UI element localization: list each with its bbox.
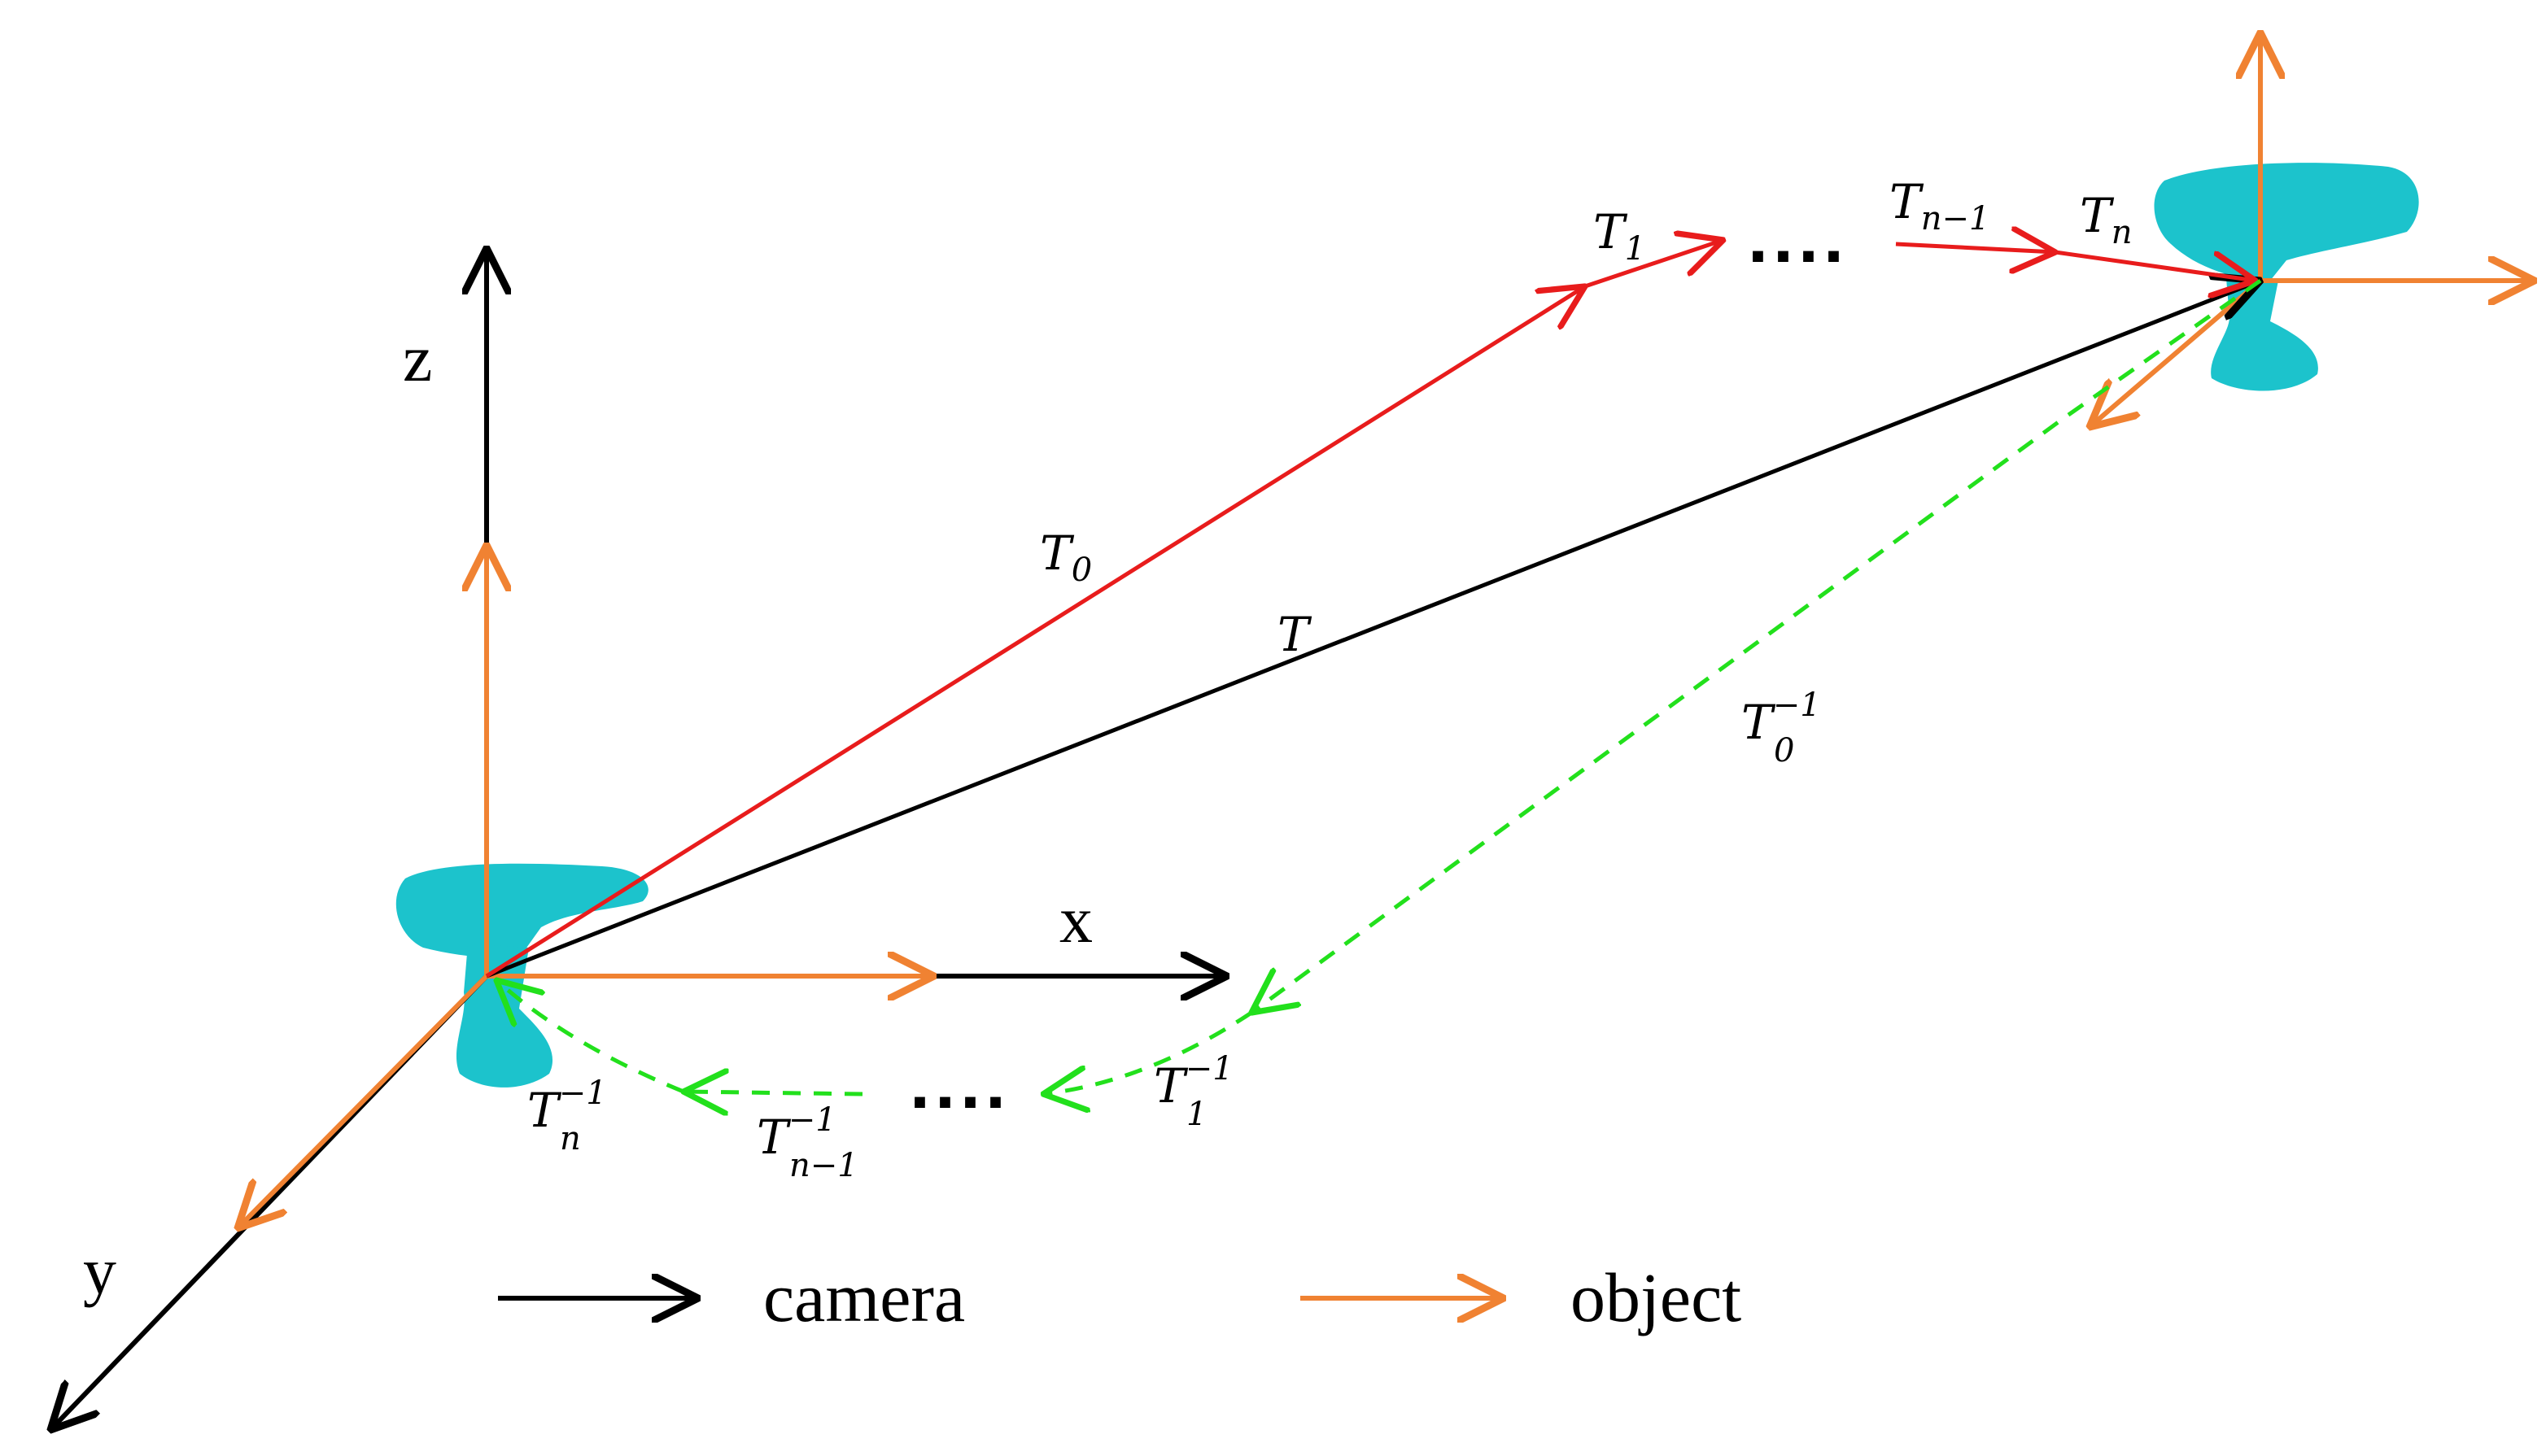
ellipsis-inverse: .... <box>910 1043 1011 1124</box>
x-axis-label: x <box>1059 883 1093 957</box>
label-Tn-inv-sup: −1 <box>559 1075 607 1112</box>
label-Tn-sub: n <box>2111 214 2133 251</box>
end-object-point-cloud <box>2154 163 2419 391</box>
transform-T-line <box>486 281 2260 979</box>
end-object-handle <box>2211 268 2318 391</box>
label-T0-base: T <box>1040 525 1075 581</box>
transform-Tn-minus-1-arrow <box>1895 244 2055 252</box>
z-axis-label: z <box>403 321 432 395</box>
transform-T1-arrow <box>1584 240 1723 289</box>
label-T0-inv-sup: −1 <box>1773 687 1821 724</box>
label-Tn-minus-1-inv-sup: −1 <box>788 1101 836 1139</box>
y-axis-label: y <box>83 1234 116 1308</box>
legend: camera object <box>498 1258 1741 1336</box>
start-object-body <box>395 863 649 957</box>
transform-T0-arrow <box>485 286 1585 979</box>
label-Tn-minus-1-sub: n−1 <box>1921 200 1990 238</box>
transform-Tn-minus-1-inv-arrow <box>683 1092 863 1094</box>
label-T1-inv: T−1 1 <box>1154 1050 1234 1133</box>
label-T-base: T <box>1277 607 1312 662</box>
label-T: T <box>1277 607 1312 662</box>
start-object-axes <box>238 545 934 1228</box>
label-T1-inv-sup: −1 <box>1186 1050 1234 1088</box>
label-Tn-minus-1-inv-sub: n−1 <box>789 1147 858 1184</box>
label-Tn-minus-1-inv: T−1 n−1 <box>757 1101 858 1184</box>
label-Tn-minus-1-inv-base: T <box>757 1109 792 1165</box>
label-Tn-minus-1: Tn−1 <box>1889 174 1989 238</box>
label-T0: T0 <box>1040 525 1092 589</box>
label-Tn-base: T <box>2080 188 2115 243</box>
label-T1-sub: 1 <box>1625 230 1645 268</box>
label-Tn-minus-1-base: T <box>1889 174 1924 229</box>
label-T0-inv: T−1 0 <box>1741 687 1821 769</box>
inverse-transform-chain <box>496 278 2262 1094</box>
label-T0-sub: 0 <box>1072 551 1092 589</box>
label-T1-base: T <box>1593 204 1628 259</box>
legend-camera-label: camera <box>763 1258 965 1336</box>
label-Tn-inv-base: T <box>527 1083 562 1138</box>
forward-transform-chain <box>485 240 2256 979</box>
transform-Tn-arrow <box>2055 250 2256 281</box>
label-T0-inv-sub: 0 <box>1774 732 1794 769</box>
ellipsis-forward: .... <box>1748 197 1849 278</box>
label-T0-inv-base: T <box>1741 695 1776 750</box>
end-object-body <box>2154 163 2419 281</box>
label-Tn-inv-sub: n <box>560 1120 581 1157</box>
label-Tn-inv: T−1 n <box>527 1075 607 1157</box>
label-T1-inv-sub: 1 <box>1186 1096 1207 1133</box>
transform-Tn-inv-arrow <box>496 980 684 1094</box>
label-T1: T1 <box>1593 204 1645 268</box>
transform-T1-inv-arrow <box>1043 1010 1253 1094</box>
transform-T0-inv-arrow <box>1251 278 2262 1013</box>
camera-axes <box>50 248 1227 1430</box>
label-T1-inv-base: T <box>1154 1058 1189 1114</box>
legend-object-label: object <box>1570 1258 1741 1336</box>
label-Tn: Tn <box>2080 188 2132 251</box>
start-object-y-axis <box>238 974 489 1228</box>
